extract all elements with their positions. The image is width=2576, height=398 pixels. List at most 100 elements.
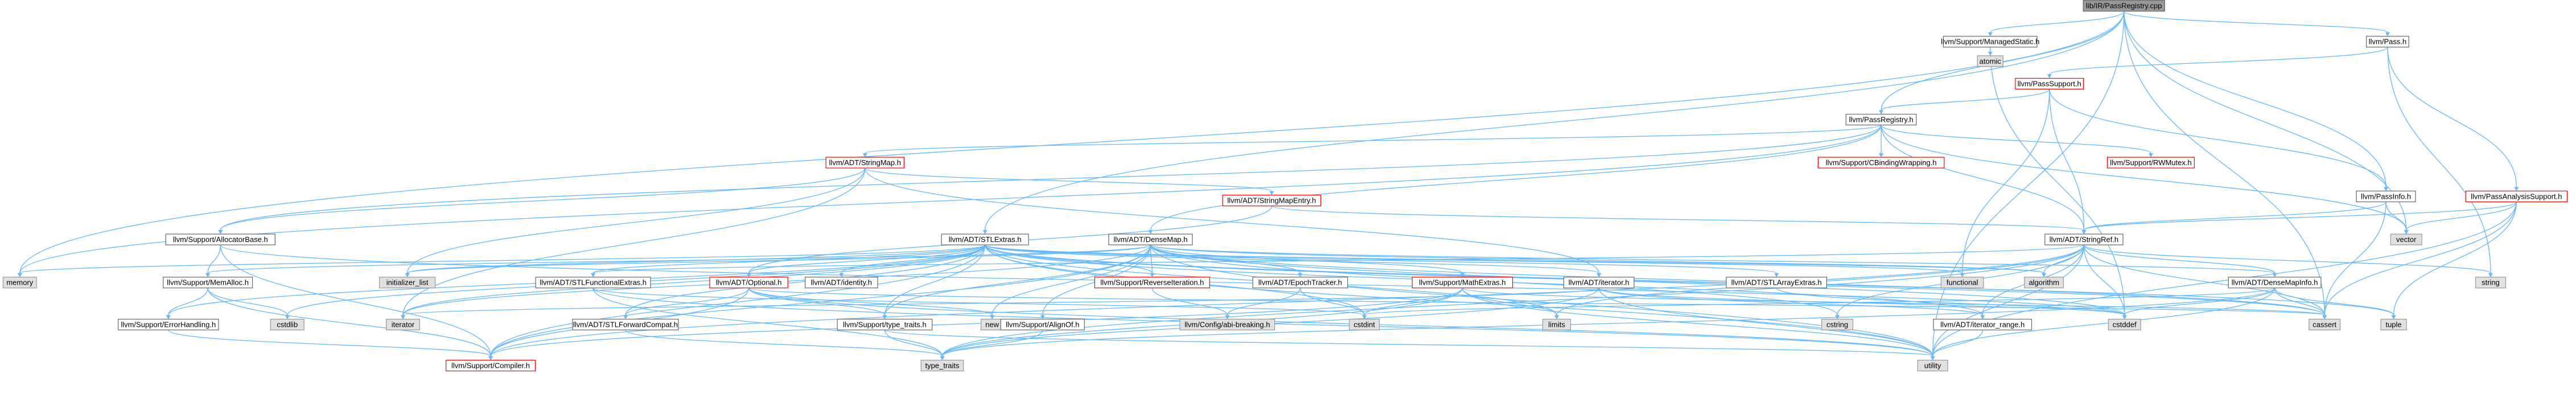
node-stlfunctional[interactable]: llvm/ADT/STLFunctionalExtras.h	[535, 277, 651, 289]
node-passregistry[interactable]: llvm/PassRegistry.h	[1845, 113, 1917, 126]
edge-densemapinfo-to-typetraits	[941, 288, 2275, 356]
node-label: llvm/Support/ReverseIteration.h	[1100, 278, 1204, 287]
edge-errorhandling-to-compiler	[168, 329, 491, 357]
node-cbinding[interactable]: llvm/Support/CBindingWrapping.h	[1817, 157, 1945, 169]
edge-root-to-pass	[2124, 11, 2388, 33]
edge-stlextras-to-cassert	[985, 244, 2325, 315]
node-identity[interactable]: llvm/ADT/identity.h	[805, 277, 878, 289]
node-reverseiter[interactable]: llvm/Support/ReverseIteration.h	[1094, 277, 1210, 289]
arrowhead-memalloc-to-errorhandling	[166, 315, 171, 319]
node-box	[1940, 277, 1984, 289]
edge-stringref-to-stlfunctional	[592, 244, 2085, 274]
node-stringref[interactable]: llvm/ADT/StringRef.h	[2044, 233, 2124, 245]
node-root[interactable]: lib/IR/PassRegistry.cpp	[2083, 0, 2165, 12]
node-new: new	[980, 318, 1004, 331]
edge-memalloc-to-compiler	[207, 288, 491, 356]
edge-pass-to-string	[2387, 47, 2491, 273]
node-label: llvm/ADT/StringMap.h	[829, 158, 901, 167]
edge-densemap-to-reverseiter	[1150, 245, 1153, 273]
node-box	[535, 277, 651, 289]
node-box	[572, 318, 679, 331]
node-memalloc[interactable]: llvm/Support/MemAlloc.h	[163, 277, 253, 289]
node-pass[interactable]: llvm/Pass.h	[2366, 36, 2409, 48]
node-label: llvm/Support/MathExtras.h	[1419, 278, 1505, 287]
node-label: llvm/ADT/identity.h	[811, 278, 872, 287]
node-typetraits_h[interactable]: llvm/Support/type_traits.h	[837, 318, 933, 331]
node-label: llvm/Support/CBindingWrapping.h	[1826, 158, 1937, 167]
node-stringmap[interactable]: llvm/ADT/StringMap.h	[825, 157, 904, 169]
node-optional[interactable]: llvm/ADT/Optional.h	[709, 277, 788, 289]
edge-stlextras-to-initlist	[407, 244, 986, 274]
node-passinfo[interactable]: llvm/PassInfo.h	[2356, 190, 2416, 203]
node-label: llvm/ADT/STLExtras.h	[949, 235, 1022, 244]
edge-epochtracker-to-abibreaking	[1227, 288, 1301, 315]
edge-stlextras-to-reverseiter	[985, 244, 1153, 274]
edge-stlextras-to-stlarray	[985, 244, 1777, 274]
arrowhead-passsupport-to-passinfo	[2384, 187, 2389, 191]
arrowhead-stringmapentry-to-stringref	[2081, 230, 2087, 235]
arrowhead-passregistry-to-rwmutex	[2148, 153, 2153, 158]
arrowhead-optional-to-new	[990, 315, 995, 319]
node-box	[1933, 318, 2032, 331]
edge-densemap-to-utility	[1150, 245, 1933, 356]
node-epochtracker[interactable]: llvm/ADT/EpochTracker.h	[1252, 277, 1348, 289]
arrowhead-stlextras-to-adtiterator	[1596, 273, 1602, 277]
edge-stlfunctional-to-typetraits	[592, 288, 943, 356]
node-passsupport[interactable]: llvm/PassSupport.h	[2015, 77, 2084, 90]
node-label: initializer_list	[386, 278, 429, 287]
node-densemapinfo[interactable]: llvm/ADT/DenseMapInfo.h	[2228, 277, 2322, 289]
node-allocatorbase[interactable]: llvm/Support/AllocatorBase.h	[165, 233, 275, 245]
node-vector: vector	[2390, 233, 2422, 245]
node-box	[1094, 277, 1210, 289]
node-stringmapentry[interactable]: llvm/ADT/StringMapEntry.h	[1222, 195, 1322, 207]
node-box	[2, 277, 37, 289]
node-alignof[interactable]: llvm/Support/AlignOf.h	[1000, 318, 1085, 331]
node-label: llvm/ADT/STLFunctionalExtras.h	[540, 278, 647, 287]
node-box	[1542, 318, 1571, 331]
node-label: limits	[1548, 321, 1565, 329]
node-layer: lib/IR/PassRegistry.cpp llvm/Support/Mana…	[2, 0, 2568, 372]
arrowhead-adtiterator-to-iterrange	[1980, 315, 1985, 319]
edge-stringmap-to-iterator	[402, 168, 866, 315]
arrowhead-optional-to-typetraits_h	[882, 315, 887, 319]
node-rwmutex[interactable]: llvm/Support/RWMutex.h	[2106, 157, 2195, 169]
node-label: llvm/ADT/EpochTracker.h	[1258, 278, 1342, 287]
node-stlextras[interactable]: llvm/ADT/STLExtras.h	[941, 233, 1029, 245]
node-managedstatic[interactable]: llvm/Support/ManagedStatic.h	[1941, 36, 2040, 48]
node-box	[1821, 318, 1854, 331]
edge-allocatorbase-to-memalloc	[207, 245, 221, 273]
node-box	[2083, 0, 2165, 12]
node-label: llvm/Support/RWMutex.h	[2110, 158, 2192, 167]
node-iterator: iterator	[385, 318, 420, 331]
arrowhead-passanalysis-to-vector	[2404, 230, 2409, 235]
node-initlist: initializer_list	[379, 277, 436, 289]
arrowhead-stringref-to-stlfunctional	[591, 273, 596, 277]
node-stlarray[interactable]: llvm/ADT/STLArrayExtras.h	[1726, 277, 1828, 289]
node-iterrange[interactable]: llvm/ADT/iterator_range.h	[1933, 318, 2032, 331]
edge-stringmap-to-allocatorbase	[220, 167, 866, 231]
edge-stringref-to-densemapinfo	[2083, 244, 2275, 274]
arrowhead-stlextras-to-optional	[746, 273, 751, 277]
edge-root-to-cassert	[2124, 11, 2325, 315]
node-label: llvm/ADT/iterator.h	[1569, 278, 1629, 287]
node-label: llvm/ADT/StringRef.h	[2050, 235, 2118, 244]
node-densemap[interactable]: llvm/ADT/DenseMap.h	[1108, 233, 1193, 245]
node-algorithm: algorithm	[2024, 277, 2064, 289]
arrowhead-mathextras-to-limits	[1554, 315, 1559, 319]
node-box	[1943, 36, 2038, 48]
node-mathextras[interactable]: llvm/Support/MathExtras.h	[1412, 277, 1513, 289]
node-compiler[interactable]: llvm/Support/Compiler.h	[446, 359, 536, 372]
edge-mathextras-to-compiler	[490, 288, 1463, 356]
arrowhead-pass-to-passanalysis	[2514, 187, 2519, 191]
edge-optional-to-typetraits_h	[748, 288, 886, 315]
edge-adtiterator-to-iterrange	[1598, 288, 1983, 316]
node-label: llvm/ADT/STLArrayExtras.h	[1731, 278, 1822, 287]
edge-passregistry-to-stringref	[1880, 125, 2085, 231]
node-box	[446, 359, 536, 372]
edge-optional-to-utility	[748, 288, 1933, 356]
node-label: iterator	[392, 321, 415, 329]
node-adtiterator[interactable]: llvm/ADT/iterator.h	[1563, 277, 1635, 289]
node-errorhandling[interactable]: llvm/Support/ErrorHandling.h	[117, 318, 219, 331]
node-stlforward[interactable]: llvm/ADT/STLForwardCompat.h	[572, 318, 679, 331]
node-passanalysis[interactable]: llvm/PassAnalysisSupport.h	[2465, 190, 2568, 203]
